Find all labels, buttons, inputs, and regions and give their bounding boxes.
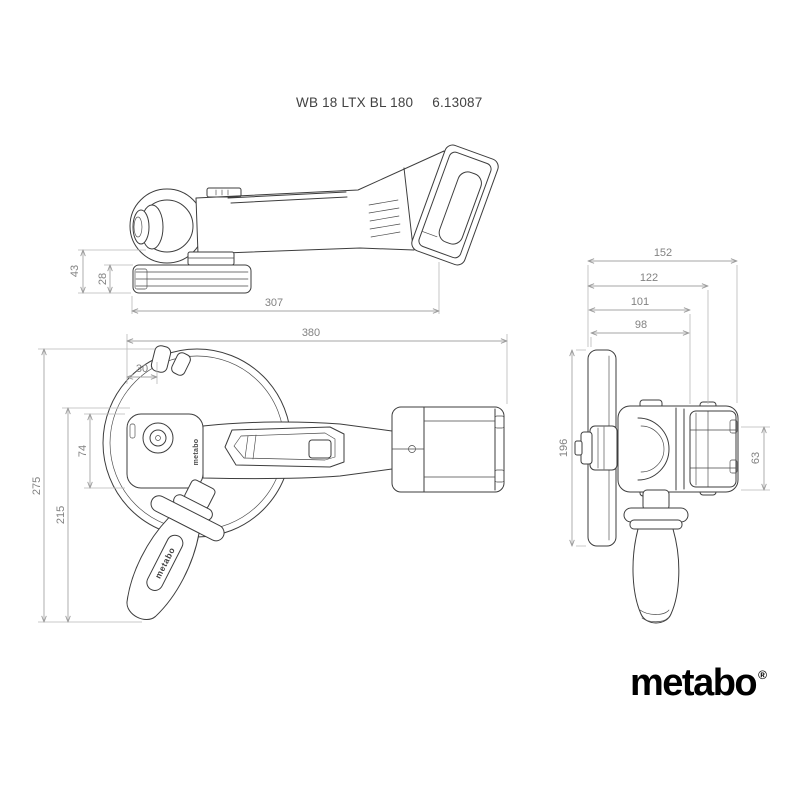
dim-label-overall-length: 380 bbox=[302, 327, 320, 339]
housing-rear bbox=[617, 399, 739, 497]
gear-head-top: metabo bbox=[126, 413, 204, 489]
dim-label-disc-diameter: 196 bbox=[558, 439, 570, 457]
dim-label-width-to-battery: 122 bbox=[640, 272, 658, 284]
model-name: WB 18 LTX BL 180 bbox=[296, 95, 414, 110]
spindle-lock-button bbox=[142, 422, 174, 454]
vent-slots bbox=[368, 199, 401, 238]
title-block: WB 18 LTX BL 180 6.13087 bbox=[296, 95, 482, 110]
dim-label-body-length: 307 bbox=[265, 297, 283, 309]
front-view-dimensions: 152 122 101 98 196 63 bbox=[558, 247, 770, 547]
spindle-collar bbox=[132, 204, 164, 250]
logo-text: metabo bbox=[630, 662, 758, 704]
dim-label-brush-thickness: 28 bbox=[97, 273, 109, 285]
side-view: 43 28 307 bbox=[69, 144, 499, 314]
dim-label-head-width: 74 bbox=[77, 445, 89, 457]
dim-label-overall-width: 275 bbox=[31, 477, 43, 495]
guard-tabs bbox=[150, 345, 191, 376]
spindle-hub bbox=[574, 425, 618, 471]
article-number: 6.13087 bbox=[432, 95, 483, 110]
paddle-switch bbox=[224, 426, 345, 468]
battery-pack-rear bbox=[689, 410, 738, 488]
wheel-brush bbox=[132, 264, 252, 294]
side-handle-top: metabo bbox=[126, 479, 225, 621]
front-view: 152 122 101 98 196 63 bbox=[558, 247, 770, 624]
brush-mount bbox=[187, 251, 235, 266]
dim-label-width-inner: 101 bbox=[631, 296, 649, 308]
dim-label-width-to-handle-end: 215 bbox=[55, 506, 67, 524]
switch-slider bbox=[206, 187, 242, 198]
dim-label-width-to-disc: 98 bbox=[635, 319, 647, 331]
battery-pack-side bbox=[411, 144, 499, 266]
dim-label-spindle-height: 43 bbox=[69, 265, 81, 277]
metabo-logo: metabo® bbox=[630, 664, 767, 702]
registered-trademark-mark: ® bbox=[758, 668, 767, 682]
side-view-dimensions: 43 28 307 bbox=[69, 249, 440, 314]
dim-label-head-front-offset: 30 bbox=[136, 363, 148, 375]
side-handle-front bbox=[623, 489, 689, 624]
tool-brand-label-head: metabo bbox=[193, 439, 200, 466]
dim-label-overall-width-front: 152 bbox=[654, 247, 672, 259]
dim-label-housing-height: 63 bbox=[750, 452, 762, 464]
battery-pack-top bbox=[391, 406, 505, 493]
top-view: metabo bbox=[31, 327, 508, 623]
top-view-dimensions: 380 30 74 275 215 bbox=[31, 327, 508, 623]
